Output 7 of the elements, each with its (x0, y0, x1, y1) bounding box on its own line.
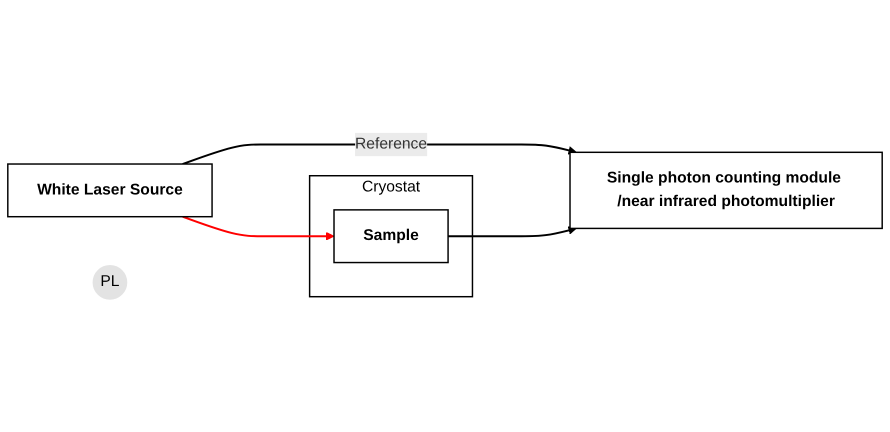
node-box: White Laser Source (7, 163, 213, 218)
node-box: Sample (333, 209, 449, 264)
arrow (182, 216, 334, 240)
arrow (448, 226, 577, 238)
node-circle: PL (92, 264, 128, 300)
edge-label: Reference (355, 136, 428, 152)
node-box: Single photon counting module /near infrared photomultiplier (569, 152, 883, 230)
